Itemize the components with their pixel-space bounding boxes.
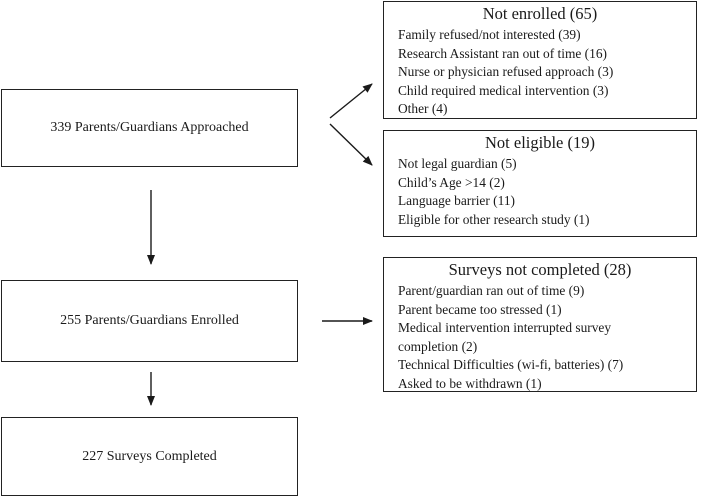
completed-box: 227 Surveys Completed bbox=[1, 417, 298, 496]
list-item: Asked to be withdrawn (1) bbox=[398, 375, 542, 391]
list-item: Language barrier (11) bbox=[398, 193, 515, 209]
list-item: Nurse or physician refused approach (3) bbox=[398, 64, 614, 80]
list-item: Research Assistant ran out of time (16) bbox=[398, 45, 607, 61]
arrow-to-not-enrolled bbox=[329, 83, 373, 119]
surveys-not-completed-title: Surveys not completed (28) bbox=[448, 260, 632, 279]
not-enrolled-list: Family refused/not interested (39) Resea… bbox=[384, 26, 696, 119]
list-item: completion (2) bbox=[398, 338, 478, 354]
not-enrolled-box: Not enrolled (65) Family refused/not int… bbox=[383, 1, 697, 119]
list-item: Family refused/not interested (39) bbox=[398, 27, 581, 42]
completed-label: 227 Surveys Completed bbox=[82, 448, 217, 464]
not-eligible-box: Not eligible (19) Not legal guardian (5)… bbox=[383, 130, 697, 237]
approached-label: 339 Parents/Guardians Approached bbox=[50, 120, 249, 135]
list-item: Eligible for other research study (1) bbox=[398, 211, 590, 227]
list-item: Medical intervention interrupted survey bbox=[398, 320, 612, 336]
surveys-not-completed-box: Surveys not completed (28) Parent/guardi… bbox=[383, 257, 697, 392]
enrolled-box: 255 Parents/Guardians Enrolled bbox=[1, 280, 298, 362]
surveys-not-completed-list: Parent/guardian ran out of time (9) Pare… bbox=[384, 282, 696, 394]
not-eligible-title: Not eligible (19) bbox=[485, 133, 595, 152]
not-eligible-list: Not legal guardian (5) Child’s Age >14 (… bbox=[384, 155, 696, 229]
list-item: Not legal guardian (5) bbox=[398, 156, 517, 171]
list-item: Parent became too stressed (1) bbox=[398, 301, 562, 317]
enrolled-label: 255 Parents/Guardians Enrolled bbox=[60, 313, 239, 328]
approached-box: 339 Parents/Guardians Approached bbox=[1, 89, 298, 167]
list-item: Parent/guardian ran out of time (9) bbox=[398, 283, 585, 298]
arrow-to-not-eligible bbox=[329, 123, 373, 166]
list-item: Child’s Age >14 (2) bbox=[398, 174, 505, 190]
list-item: Child required medical intervention (3) bbox=[398, 82, 609, 98]
list-item: Other (4) bbox=[398, 101, 448, 117]
list-item: Technical Difficulties (wi-fi, batteries… bbox=[398, 357, 624, 373]
not-enrolled-title: Not enrolled (65) bbox=[482, 4, 598, 23]
